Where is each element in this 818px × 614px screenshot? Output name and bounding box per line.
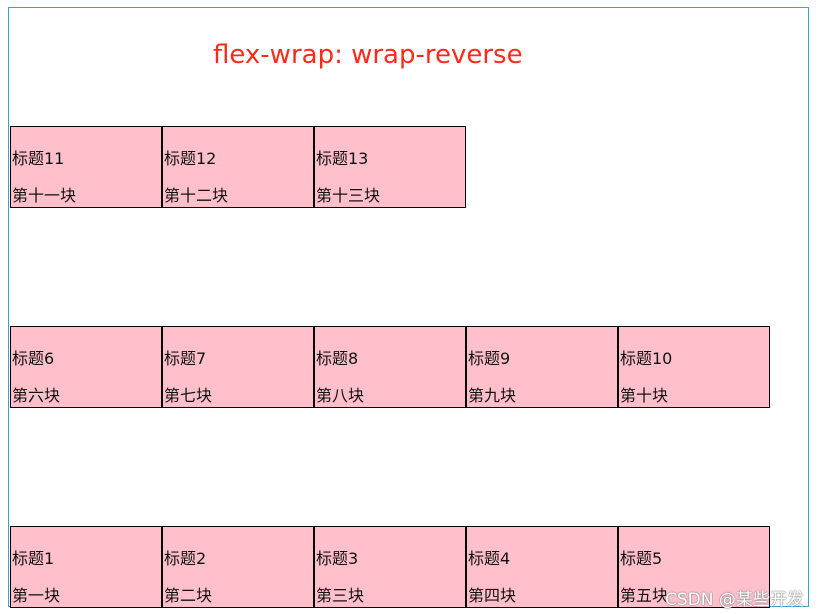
item-text: 第十三块 — [316, 186, 381, 205]
item-text: 第十一块 — [12, 186, 77, 205]
flex-item-13: 标题13 第十三块 — [314, 126, 466, 208]
item-title: 标题6 — [12, 349, 55, 368]
item-text: 第三块 — [316, 586, 365, 605]
flex-item-9: 标题9 第九块 — [466, 326, 618, 408]
item-title: 标题2 — [164, 549, 207, 568]
item-text: 第六块 — [12, 386, 61, 405]
flex-item-10: 标题10 第十块 — [618, 326, 770, 408]
item-title: 标题1 — [12, 549, 55, 568]
item-title: 标题9 — [468, 349, 511, 368]
item-title: 标题11 — [12, 149, 65, 168]
item-text: 第九块 — [468, 386, 517, 405]
item-title: 标题12 — [164, 149, 217, 168]
flex-item-8: 标题8 第八块 — [314, 326, 466, 408]
item-text: 第一块 — [12, 586, 61, 605]
flex-item-5: 标题5 第五块 — [618, 526, 770, 608]
item-title: 标题8 — [316, 349, 359, 368]
flex-item-12: 标题12 第十二块 — [162, 126, 314, 208]
item-text: 第七块 — [164, 386, 213, 405]
item-title: 标题5 — [620, 549, 663, 568]
item-text: 第二块 — [164, 586, 213, 605]
flex-item-11: 标题11 第十一块 — [10, 126, 162, 208]
page-heading: flex-wrap: wrap-reverse — [213, 40, 523, 70]
item-title: 标题10 — [620, 349, 673, 368]
flex-item-3: 标题3 第三块 — [314, 526, 466, 608]
flex-item-2: 标题2 第二块 — [162, 526, 314, 608]
item-text: 第四块 — [468, 586, 517, 605]
item-title: 标题13 — [316, 149, 369, 168]
item-text: 第十块 — [620, 386, 669, 405]
item-text: 第八块 — [316, 386, 365, 405]
flex-container-frame — [8, 7, 809, 607]
item-text: 第十二块 — [164, 186, 229, 205]
item-text: 第五块 — [620, 586, 669, 605]
csdn-watermark: CSDN @某些开发 — [665, 590, 804, 610]
item-title: 标题3 — [316, 549, 359, 568]
flex-item-7: 标题7 第七块 — [162, 326, 314, 408]
item-title: 标题4 — [468, 549, 511, 568]
flex-item-1: 标题1 第一块 — [10, 526, 162, 608]
flex-item-4: 标题4 第四块 — [466, 526, 618, 608]
flex-item-6: 标题6 第六块 — [10, 326, 162, 408]
item-title: 标题7 — [164, 349, 207, 368]
